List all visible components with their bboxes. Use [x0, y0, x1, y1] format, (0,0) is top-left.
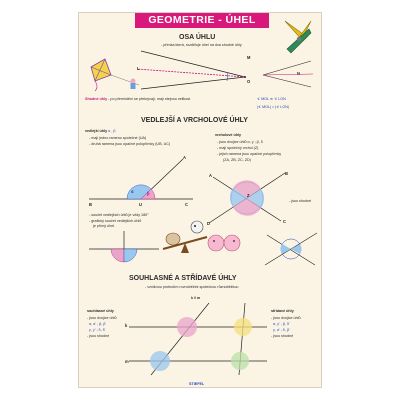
vrcholove-line-4: (ZA, ZB, ZC, ZD) [223, 158, 251, 162]
vedlejsi-graph-2: je přímý úhel. [93, 224, 116, 228]
kite-illustration [90, 58, 140, 92]
stridave-label: střídavé úhly [271, 309, 294, 313]
osa-uhlu-definition: - přímka která, rozděluje úhel na dva sh… [161, 43, 242, 47]
vrch-point-z: Z [247, 193, 250, 198]
vrch-point-d: D [207, 221, 210, 226]
stridave-line-1: - jsou dvojice úhlů [271, 316, 301, 320]
vedlejsi-line-1: - mají jedno rameno společné (UA) [89, 136, 147, 140]
footer-brand: STIEFEL [189, 382, 205, 386]
vedlejsi-label: vedlejší úhly [85, 129, 108, 133]
seesaw-animals-illustration [162, 220, 208, 253]
line-k: k [125, 323, 128, 328]
compass-icon [284, 20, 312, 54]
vedlejsi-point-a: A [183, 155, 186, 160]
vrcholove-figure [208, 172, 286, 224]
souhlasne-line-4: - jsou shodné [87, 334, 110, 338]
shodne-uhly-desc: - po přemístění se překrývají, mají stej… [108, 97, 191, 101]
vrcholove-line-2: - mají společný vrchol (Z) [217, 146, 259, 150]
equal-rel-2: |∢ MOL| = |∢ LON| [257, 105, 289, 109]
poster: GEOMETRIE - ÚHEL OSA ÚHLU - přímka která… [78, 12, 322, 388]
vrch-point-a: A [209, 173, 212, 178]
stridave-line-2: α, γ' ; β, δ' [273, 322, 290, 326]
bisector-figure [136, 50, 246, 90]
poster-title: GEOMETRIE - ÚHEL [135, 13, 269, 28]
parallel-rel: k ǁ m [191, 296, 201, 300]
vedlejsi-title-row: vedlejší úhly α , β [85, 129, 116, 134]
vrch-point-b: B [285, 171, 288, 176]
vedlejsi-point-u: U [139, 202, 142, 207]
vedlejsi-symbols: α , β [108, 129, 116, 133]
point-l: L [137, 66, 140, 71]
vedlejsi-vrcholove-heading: VEDLEJŠÍ A VRCHOLOVÉ ÚHLY [141, 117, 248, 124]
vrch-point-c: C [283, 219, 286, 224]
souhlasne-label: souhlasné úhly [87, 309, 114, 313]
vrcholove-shodne: - jsou shodné [289, 199, 312, 203]
point-o: O [247, 79, 251, 84]
equal-rel-1: ∢ MOL ≅ ∢ LON [257, 97, 286, 101]
vedlejsi-alpha: α [131, 189, 134, 194]
bisector-small-figure [262, 60, 314, 88]
vrcholove-label: vrcholové úhly [215, 133, 242, 137]
souhlasne-line-2: α, α' ; β, β' [89, 322, 107, 326]
stridave-line-3: γ, α' ; δ, β' [273, 328, 290, 332]
vedlejsi-beta: β [147, 191, 150, 196]
souhlasne-line-1: - jsou dvojice úhlů [87, 316, 117, 320]
stridave-line-4: - jsou shodné [271, 334, 294, 338]
vedlejsi-sum: - součet vedlejších úhlů je vždy 180° [89, 213, 149, 217]
point-m: M [247, 55, 251, 60]
vedlejsi-point-c: C [185, 202, 188, 207]
vedlejsi-line-2: - druhá ramena jsou opačné polopřímky (U… [89, 142, 171, 146]
vedlejsi-graph-1: - grafický součet vedlejších úhlů [89, 219, 142, 223]
vrcholove-title-row: vrcholové úhly [215, 133, 241, 138]
vrcholove-small-figure [264, 232, 318, 266]
pigs-illustration [207, 234, 241, 252]
vrcholove-line-1: - jsou dvojice úhlů α, γ ; β, δ [217, 140, 263, 144]
shodne-uhly-text: Shodné úhly - po přemístění se překrývaj… [85, 97, 190, 102]
point-n: N [297, 71, 300, 76]
shodne-uhly-label: Shodné úhly [85, 97, 108, 101]
vedlejsi-figure [89, 158, 193, 200]
souhlasne-stridave-heading: SOUHLASNÉ A STŘÍDAVÉ ÚHLY [129, 275, 237, 282]
line-m: m [125, 359, 129, 364]
straight-angle-figure [89, 231, 159, 263]
souhlasne-line-3: γ, γ' ; δ, δ' [89, 328, 106, 332]
vrcholove-line-3: - jejich ramena jsou opačné polopřímky [217, 152, 282, 156]
souhlasne-intro: - vzniknou protnutím rovnoběžek společno… [145, 285, 239, 289]
osa-uhlu-heading: OSA ÚHLU [179, 34, 216, 41]
vedlejsi-point-b: B [89, 202, 92, 207]
parallel-transversal-figure [129, 302, 267, 376]
